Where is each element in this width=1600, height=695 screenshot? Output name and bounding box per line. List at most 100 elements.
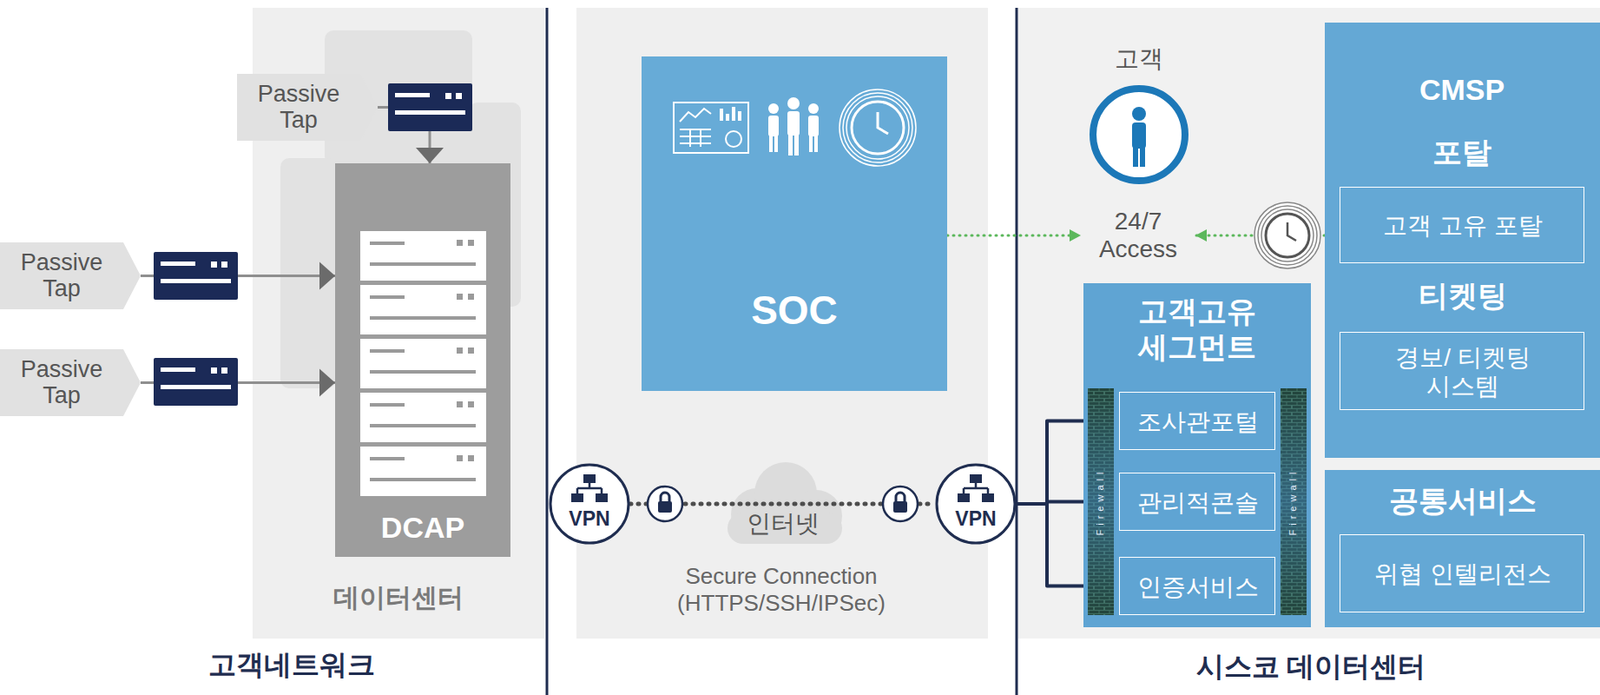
soc-box-art-rect bbox=[641, 56, 948, 391]
vpn-gateway-art-circle bbox=[550, 464, 629, 543]
internet-panel-ground bbox=[576, 7, 988, 639]
soc-box-art-g-circle bbox=[768, 103, 779, 114]
soc-box-art-g-rect bbox=[768, 115, 779, 137]
node-label: 데이터센터 bbox=[257, 582, 540, 613]
arrowhead bbox=[1195, 229, 1207, 242]
dcap-appliance-art-rect bbox=[369, 316, 476, 320]
soc-box-art-g-line bbox=[679, 135, 712, 138]
cmsp-portal: 고객 고유 포탈경보/ 티켓팅 시스템CMSP 포탈티켓팅 bbox=[1324, 22, 1600, 458]
arrowhead bbox=[1069, 229, 1081, 242]
node-label: 24/7 Access bbox=[1086, 207, 1191, 264]
soc-box-art-g-rect bbox=[725, 113, 730, 121]
customer-icon-art-g bbox=[1132, 106, 1146, 167]
soc-box-art-g-circle bbox=[808, 103, 819, 114]
soc-box-art-g-rect bbox=[774, 134, 778, 152]
service-box: 관리적콘솔 bbox=[1119, 472, 1276, 531]
lock-icon bbox=[882, 486, 918, 521]
section-divider-line bbox=[1015, 7, 1019, 695]
passive-tap-art-polygon bbox=[237, 73, 378, 141]
customer-segment-art-rect bbox=[1087, 388, 1114, 615]
soc-box-art-g-circle bbox=[839, 89, 916, 166]
customer-segment-art-rect bbox=[1087, 388, 1114, 615]
firewall-label: Firewall bbox=[1095, 467, 1106, 535]
dcap-appliance-art-rect bbox=[456, 347, 463, 354]
soc-box-art-g-rect bbox=[809, 134, 813, 152]
dcap-appliance-art-rect bbox=[467, 454, 475, 461]
soc-box-art-g-circle bbox=[846, 96, 909, 159]
tap-device bbox=[153, 251, 238, 300]
vpn-gateway-art-path bbox=[963, 482, 988, 494]
dcap-appliance-art-rect bbox=[369, 348, 405, 353]
soc-box-art-g-rect bbox=[737, 111, 742, 121]
customer-icon-art-circle bbox=[1093, 88, 1186, 181]
access-note: 24/7 Access bbox=[1080, 200, 1196, 270]
vpn-gateway-art bbox=[548, 462, 631, 545]
node-label: 조사관포털 bbox=[1125, 408, 1271, 436]
section-divider bbox=[546, 7, 1017, 695]
vpn-gateway-art-g-rect bbox=[981, 493, 995, 502]
passive-tap: Passive Tap bbox=[0, 348, 141, 416]
node-label: DCAP bbox=[340, 510, 506, 545]
soc-box-art-g-circle bbox=[842, 92, 913, 163]
node-label: Passive Tap bbox=[3, 356, 120, 409]
soc-box-art-g-circle bbox=[725, 131, 742, 147]
node-label: VPN bbox=[553, 507, 626, 530]
soc-box-art-g-circle bbox=[787, 97, 800, 110]
clock-icon-path bbox=[1287, 222, 1297, 241]
common-services: 위협 인텔리전스공통서비스 bbox=[1324, 469, 1600, 627]
vpn-gateway: VPN bbox=[548, 462, 631, 545]
passive-tap: Passive Tap bbox=[237, 73, 378, 141]
node-label: CMSP 포탈 bbox=[1401, 58, 1523, 184]
node-label: 관리적콘솔 bbox=[1125, 488, 1271, 517]
customer-icon-art-g-circle bbox=[1132, 106, 1146, 121]
connector bbox=[947, 234, 1081, 238]
soc-box-art-g-rect bbox=[814, 134, 818, 152]
soc-box-art-g-circle bbox=[851, 101, 904, 154]
dcap-appliance-art-rect bbox=[369, 262, 476, 266]
clock-icon-circle bbox=[1254, 202, 1321, 269]
soc-box-art-g-line bbox=[699, 129, 702, 147]
arrowhead bbox=[319, 368, 336, 397]
dcap-appliance-art-rect bbox=[335, 163, 511, 557]
connection-note: Secure Connection (HTTPS/SSH/IPSec) bbox=[642, 562, 921, 617]
ticketing-box: 경보/ 티켓팅 시스템 bbox=[1339, 331, 1585, 410]
node-sublabel: 티켓팅 bbox=[1330, 278, 1595, 313]
customer-icon-art bbox=[1087, 83, 1191, 186]
dcap-appliance-art-rect bbox=[456, 293, 463, 300]
customer-segment-art-rect bbox=[1280, 388, 1307, 615]
soc-box-art-g-rect bbox=[719, 108, 724, 121]
dcap-appliance-art-rect bbox=[467, 239, 475, 246]
vpn-gateway-art-g-rect bbox=[583, 474, 596, 483]
dcap-appliance-art-rect bbox=[456, 239, 463, 246]
vpn-gateway-art-g-rect bbox=[595, 493, 608, 502]
soc-box-art-g-path bbox=[877, 111, 889, 134]
soc-box-art-g-line bbox=[679, 142, 712, 145]
clock-icon-circle bbox=[1261, 209, 1314, 262]
node-label: 경보/ 티켓팅 시스템 bbox=[1380, 342, 1546, 402]
dcap-appliance-art-rect bbox=[467, 401, 475, 408]
dcap-appliance-art-rect bbox=[369, 423, 476, 428]
soc-box-art-g-rect bbox=[673, 102, 749, 153]
vpn-gateway-art bbox=[934, 462, 1017, 545]
passive-tap-art-polygon bbox=[0, 242, 141, 310]
vpn-gateway-art-g bbox=[957, 474, 995, 502]
soc-box-art-g-rect bbox=[731, 106, 736, 121]
cisco-datacenter-panel: 고객24/7 Access고객 고유 포탈경보/ 티켓팅 시스템CMSP 포탈티… bbox=[1018, 7, 1600, 639]
vpn-gateway-art-g-rect bbox=[969, 474, 982, 483]
vpn-gateway-art-circle bbox=[936, 464, 1015, 543]
soc-box: SOC bbox=[641, 56, 948, 391]
clock-icon-circle bbox=[1265, 213, 1310, 257]
dcap-appliance-art-rect bbox=[360, 338, 487, 389]
soc-box-art bbox=[641, 56, 948, 391]
soc-box-art-g-rect bbox=[794, 133, 799, 156]
vpn-gateway-art-g bbox=[571, 474, 608, 502]
dcap-appliance-art-rect bbox=[456, 401, 463, 408]
faded-racks-rect bbox=[280, 158, 336, 389]
tap-device bbox=[153, 357, 238, 406]
node-label: 시스코 데이터센터 bbox=[1154, 650, 1468, 683]
service-box: 조사관포털 bbox=[1119, 391, 1276, 450]
node-label: SOC bbox=[646, 287, 942, 334]
soc-box-art-g-rect bbox=[787, 111, 800, 136]
vpn-gateway-art-path bbox=[577, 482, 602, 494]
